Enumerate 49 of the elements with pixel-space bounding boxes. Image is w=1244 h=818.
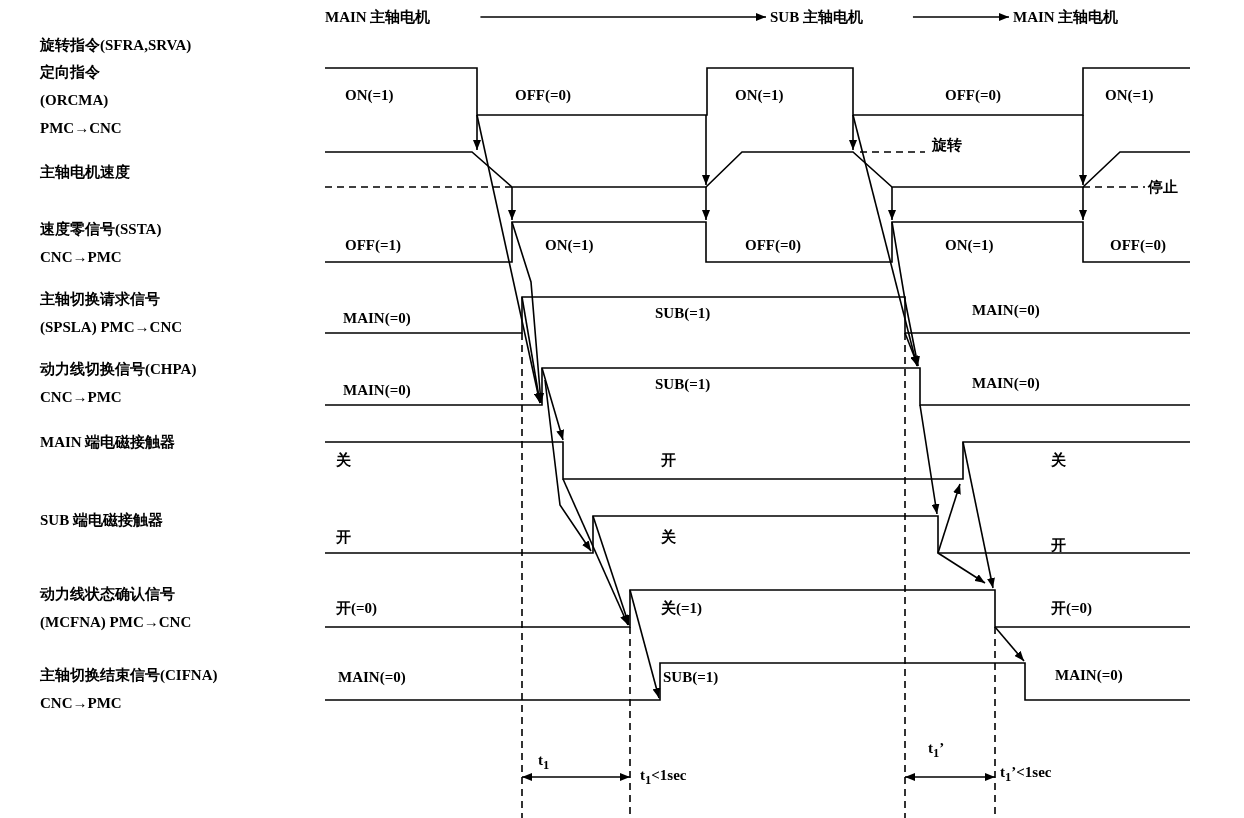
state-label: ON(=1) xyxy=(545,236,594,255)
signal-name: 主轴切换结束信号(CIFNA) CNC→PMC xyxy=(40,666,219,713)
state-label: 关(=1) xyxy=(661,599,703,618)
state-label: 关 xyxy=(336,451,351,470)
arrow xyxy=(912,13,1010,21)
state-label: 关 xyxy=(1051,451,1066,470)
state-label: 旋转 xyxy=(932,136,962,155)
time-label: t$_{1}$’<1sec xyxy=(1000,763,1052,786)
time-label: t$_{1}$<1sec xyxy=(640,766,687,789)
signal-name: 旋转指令(SFRA,SRVA) xyxy=(40,36,192,55)
state-label: 开 xyxy=(336,528,351,547)
signal-name: 速度零信号(SSTA) CNC→PMC xyxy=(40,220,163,267)
time-label: t$_{1}$ xyxy=(538,751,550,774)
state-label: 停止 xyxy=(1148,178,1178,197)
state-label: ON(=1) xyxy=(735,86,784,105)
signal-name: 动力线状态确认信号 (MCFNA) PMC→CNC xyxy=(40,585,193,632)
state-label: 开 xyxy=(661,451,676,470)
state-label: OFF(=0) xyxy=(1110,236,1167,255)
motor-label: MAIN 主轴电机 xyxy=(1013,2,1119,32)
state-label: 开 xyxy=(1051,536,1066,555)
motor-label: SUB 主轴电机 xyxy=(770,2,863,32)
state-label: SUB(=1) xyxy=(655,304,711,323)
state-label: MAIN(=0) xyxy=(343,309,411,328)
state-label: ON(=1) xyxy=(345,86,394,105)
state-label: OFF(=0) xyxy=(945,86,1002,105)
signal-name: 主轴切换请求信号(SPSLA) PMC→CNC xyxy=(40,290,184,337)
signal-name: 主轴电机速度 xyxy=(40,163,130,182)
state-label: OFF(=0) xyxy=(745,236,802,255)
state-label: SUB(=1) xyxy=(663,668,719,687)
state-label: MAIN(=0) xyxy=(972,374,1040,393)
state-label: 开(=0) xyxy=(336,599,378,618)
state-label: MAIN(=0) xyxy=(972,301,1040,320)
state-label: 关 xyxy=(661,528,676,547)
motor-label: MAIN 主轴电机 xyxy=(325,2,431,32)
state-label: MAIN(=0) xyxy=(343,381,411,400)
signal-name: SUB 端电磁接触器 xyxy=(40,511,163,530)
arrow xyxy=(479,13,767,21)
state-label: SUB(=1) xyxy=(655,375,711,394)
state-label: 开(=0) xyxy=(1051,599,1093,618)
state-label: MAIN(=0) xyxy=(338,668,406,687)
state-label: OFF(=0) xyxy=(515,86,572,105)
state-label: ON(=1) xyxy=(945,236,994,255)
time-label: t$_{1}$’ xyxy=(928,739,945,762)
signal-name: 定向指令 (ORCMA) PMC→CNC xyxy=(40,63,123,138)
state-label: ON(=1) xyxy=(1105,86,1154,105)
state-label: MAIN(=0) xyxy=(1055,666,1123,685)
signal-name: MAIN 端电磁接触器 xyxy=(40,433,176,452)
signal-name: 动力线切换信号(CHPA) CNC→PMC xyxy=(40,360,198,407)
state-label: OFF(=1) xyxy=(345,236,402,255)
